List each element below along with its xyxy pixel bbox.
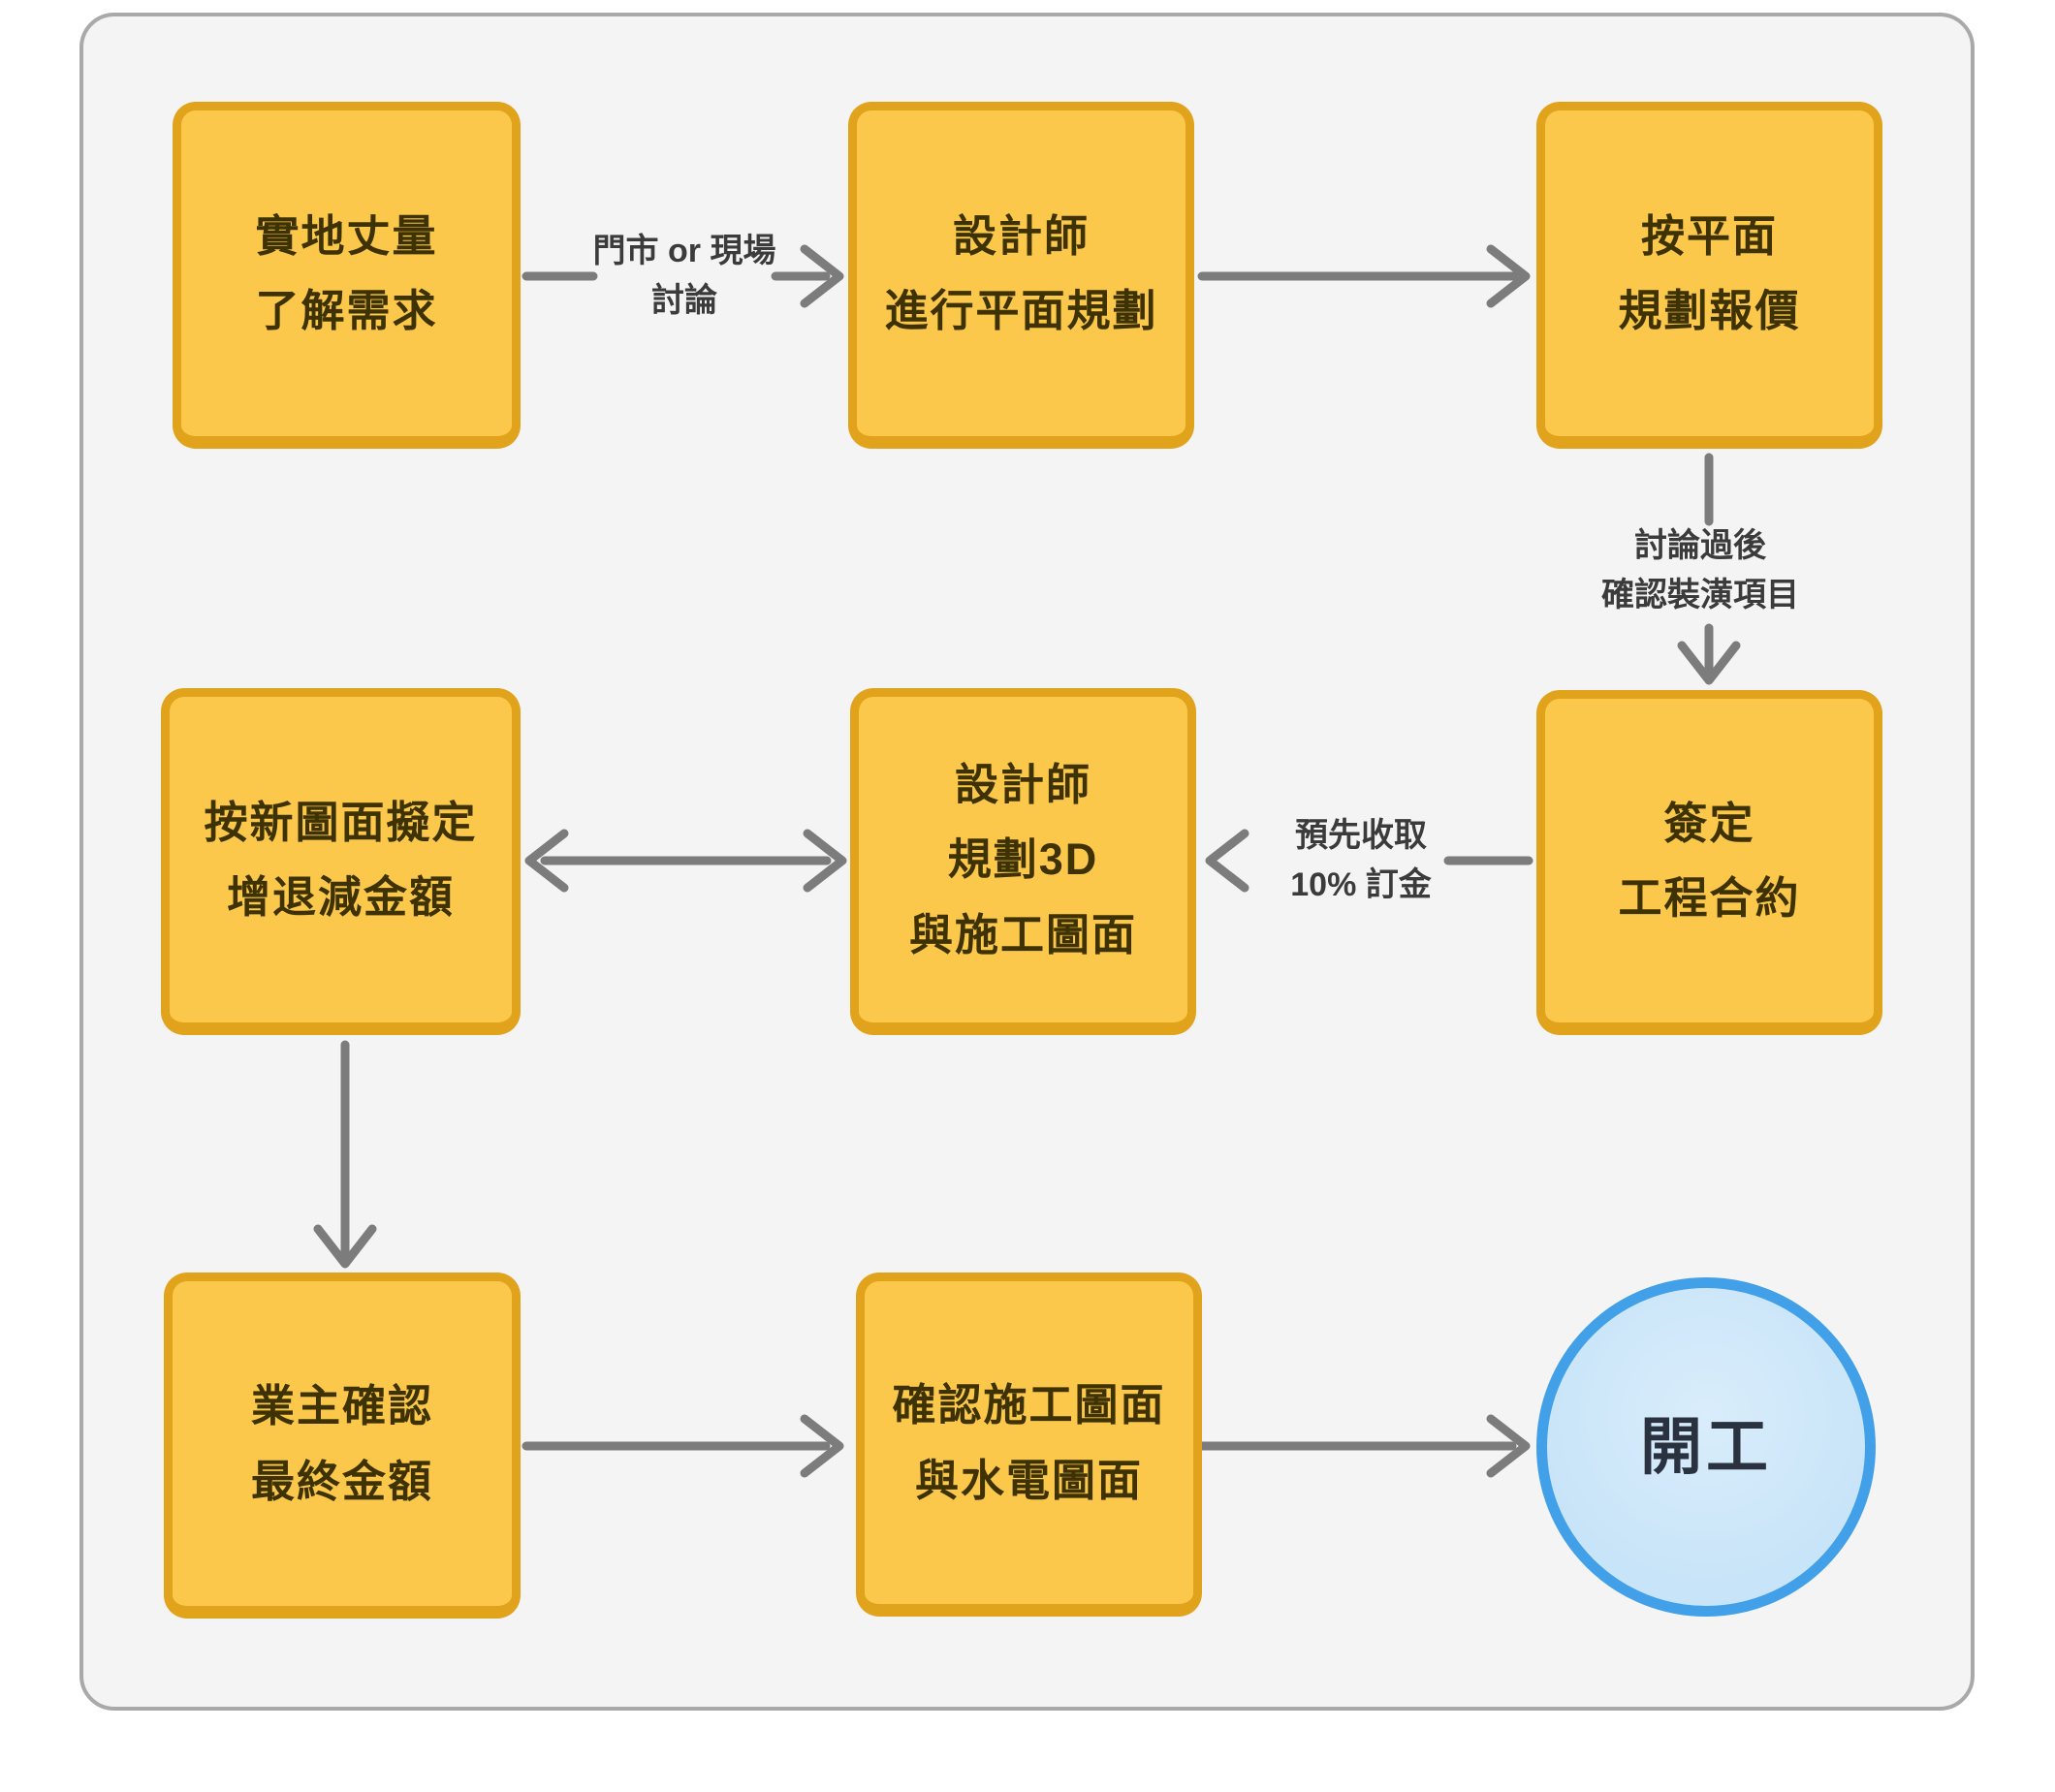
node-quote: 按平面 規劃報價 <box>1536 102 1882 449</box>
edge-label-deposit: 預先收取 10% 訂金 <box>1290 811 1432 910</box>
node-text-line: 與施工圖面 <box>908 909 1137 959</box>
node-designer-plan: 設計師 進行平面規劃 <box>848 102 1194 449</box>
node-text-line: 工程合約 <box>1618 873 1801 923</box>
node-text-line: 實地丈量 <box>255 210 438 261</box>
edge-label-line: 確認裝潢項目 <box>1601 577 1799 613</box>
node-text-line: 規劃3D <box>947 834 1099 885</box>
node-start-work: 開工 <box>1536 1277 1876 1617</box>
node-measure: 實地丈量 了解需求 <box>173 102 521 449</box>
node-text-line: 業主確認 <box>250 1381 433 1431</box>
node-text-line: 設計師 <box>954 759 1091 809</box>
node-text-line: 按新圖面擬定 <box>204 797 478 847</box>
node-text-line: 按平面 <box>1640 210 1778 261</box>
node-text-line: 簽定 <box>1663 798 1755 848</box>
node-text-line: 開工 <box>1640 1411 1772 1482</box>
node-owner-confirm: 業主確認 最終金額 <box>164 1273 521 1619</box>
node-text-line: 最終金額 <box>250 1456 433 1506</box>
node-text-line: 與水電圖面 <box>914 1455 1143 1505</box>
node-text-line: 增退減金額 <box>226 872 455 922</box>
node-design-3d: 設計師 規劃3D 與施工圖面 <box>850 688 1196 1035</box>
edge-label-line: 10% 訂金 <box>1290 866 1432 903</box>
node-text-line: 確認施工圖面 <box>892 1380 1166 1430</box>
node-adjust-amount: 按新圖面擬定 增退減金額 <box>161 688 521 1035</box>
edge-label-after-discussion: 討論過後 確認裝潢項目 <box>1601 521 1799 620</box>
node-text-line: 進行平面規劃 <box>884 286 1158 335</box>
edge-label-store-or-site: 門市 or 現場 討論 <box>593 227 776 326</box>
node-text-line: 設計師 <box>952 210 1090 261</box>
edge-label-line: 預先收取 <box>1295 817 1427 854</box>
edge-label-line: 討論 <box>651 282 717 319</box>
node-text-line: 規劃報價 <box>1618 286 1801 335</box>
edge-label-line: 門市 or 現場 <box>592 233 776 269</box>
edge-label-line: 討論過後 <box>1634 527 1766 564</box>
node-text-line: 了解需求 <box>255 286 438 335</box>
node-confirm-drawings: 確認施工圖面 與水電圖面 <box>856 1273 1202 1617</box>
node-contract: 簽定 工程合約 <box>1536 690 1882 1035</box>
